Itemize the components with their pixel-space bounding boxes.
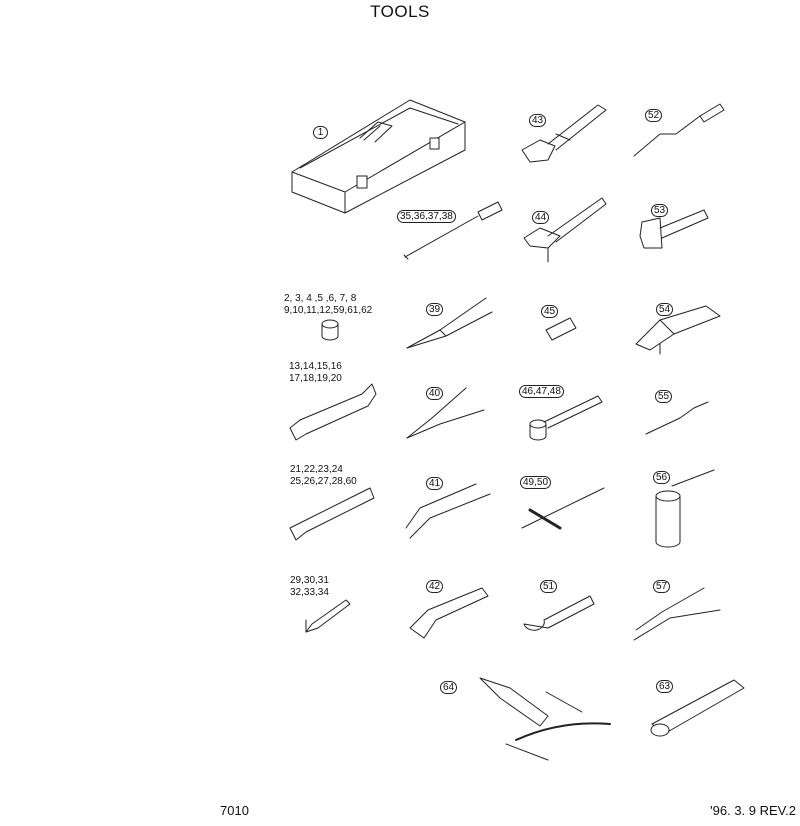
callout-53: 53 xyxy=(651,204,669,217)
revision-date: '96. 3. 9 REV.2 xyxy=(710,803,796,818)
water-pump-pliers-part xyxy=(405,483,491,539)
long-socket-part xyxy=(650,679,745,737)
callout-row-17-20: 17,18,19,20 xyxy=(289,373,342,384)
combination-wrench-part xyxy=(289,487,375,541)
callout-64: 64 xyxy=(440,681,458,694)
callout-49-50: 49,50 xyxy=(520,476,552,489)
oil-can-part xyxy=(655,469,715,548)
crank-handle-part xyxy=(633,103,725,157)
t-handle-part xyxy=(521,487,605,530)
callout-group-2-12: 2, 3, 4 ,5 ,6, 7, 8 9,10,11,12,59,61,62 xyxy=(284,293,372,317)
page-title: TOOLS xyxy=(370,2,430,21)
callout-42: 42 xyxy=(426,580,444,593)
callout-1: 1 xyxy=(313,126,328,139)
hose-assembly-part xyxy=(479,677,611,761)
adapter-part xyxy=(545,317,577,341)
extension-bar-part xyxy=(529,395,603,441)
callout-40: 40 xyxy=(426,387,444,400)
callout-45: 45 xyxy=(541,305,559,318)
callout-35-38: 35,36,37,38 xyxy=(397,210,456,223)
callout-46-48: 46,47,48 xyxy=(519,385,564,398)
long-nose-pliers-part xyxy=(406,297,493,349)
hex-key-part xyxy=(305,599,351,633)
callout-row-25-60: 25,26,27,28,60 xyxy=(290,476,357,487)
grease-gun-part xyxy=(635,305,721,355)
callout-row-29-31: 29,30,31 xyxy=(290,575,329,586)
ratchet-part xyxy=(523,595,595,631)
snap-ring-pliers-part xyxy=(633,587,721,641)
callout-row-32-34: 32,33,34 xyxy=(290,587,329,598)
open-end-wrench-part xyxy=(289,383,377,441)
callout-44: 44 xyxy=(532,211,550,224)
callout-39: 39 xyxy=(426,303,444,316)
callout-57: 57 xyxy=(653,580,671,593)
adjustable-wrench-part xyxy=(409,587,489,639)
chain-wrench-part xyxy=(523,197,607,263)
callout-41: 41 xyxy=(426,477,444,490)
callout-43: 43 xyxy=(529,114,547,127)
hammer-part xyxy=(639,209,709,249)
callout-56: 56 xyxy=(653,471,671,484)
callout-group-13-20: 13,14,15,16 17,18,19,20 xyxy=(289,361,342,385)
toolbox-part xyxy=(291,99,466,214)
callout-54: 54 xyxy=(656,303,674,316)
socket-part xyxy=(321,319,339,341)
callout-row-9-62: 9,10,11,12,59,61,62 xyxy=(284,305,373,316)
callout-55: 55 xyxy=(655,390,673,403)
callout-row-21-24: 21,22,23,24 xyxy=(290,464,343,475)
callout-51: 51 xyxy=(540,580,558,593)
bent-rod-part xyxy=(645,401,709,435)
page-number: 7010 xyxy=(220,803,249,818)
callout-group-21-28: 21,22,23,24 25,26,27,28,60 xyxy=(290,464,357,488)
callout-row-13-16: 13,14,15,16 xyxy=(289,361,342,372)
pipe-wrench-part xyxy=(521,104,607,163)
callout-row-2-8: 2, 3, 4 ,5 ,6, 7, 8 xyxy=(284,293,357,304)
screwdriver-part xyxy=(403,201,503,260)
callout-63: 63 xyxy=(656,680,674,693)
callout-group-29-34: 29,30,31 32,33,34 xyxy=(290,575,329,599)
pliers-part xyxy=(406,387,485,439)
callout-52: 52 xyxy=(645,109,663,122)
